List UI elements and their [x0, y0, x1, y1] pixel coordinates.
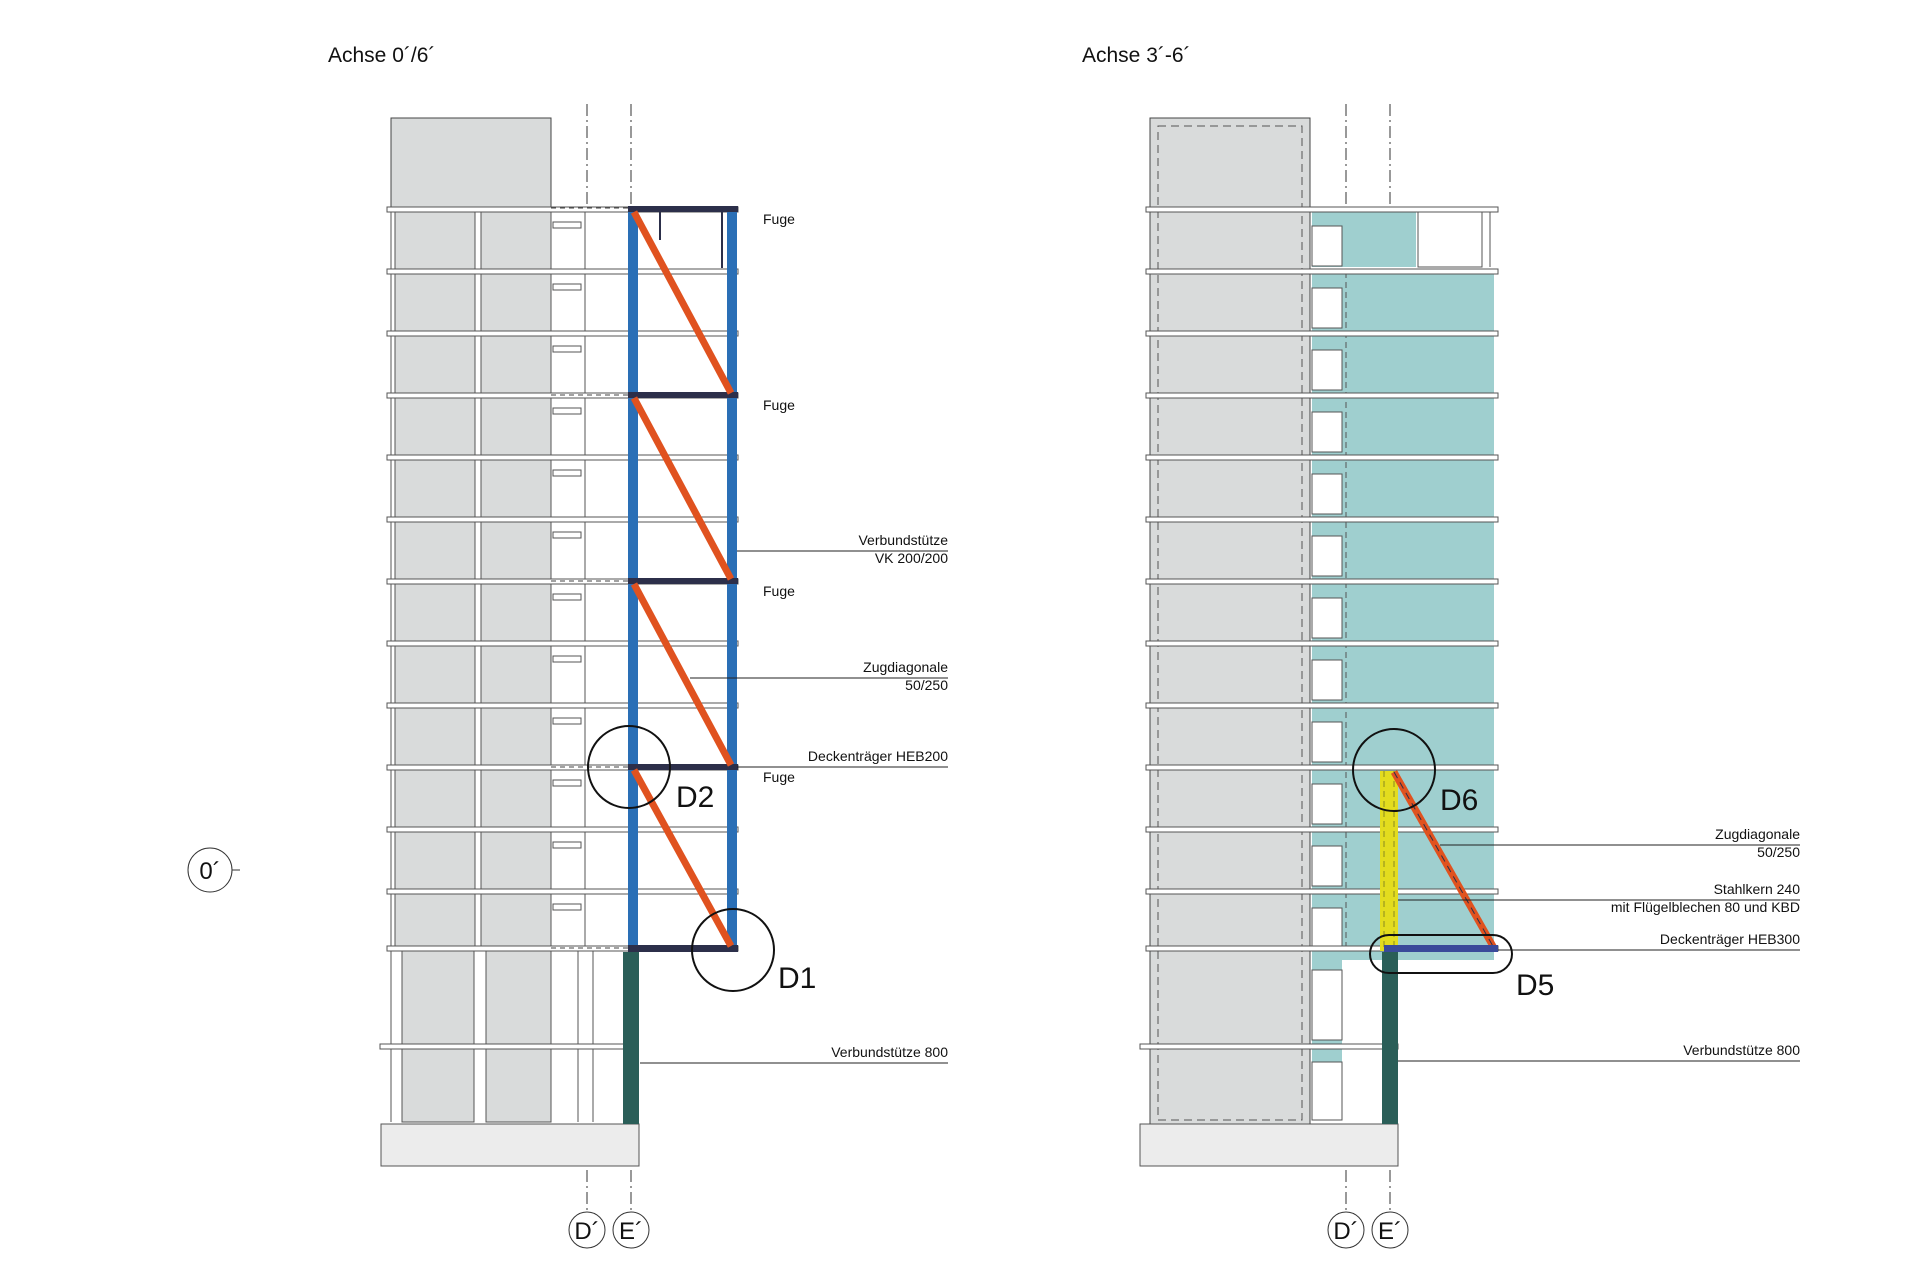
- detail-circle-d6: [1352, 728, 1436, 812]
- label-verbund800-right: Verbundstütze 800: [1683, 1042, 1800, 1058]
- label-fuge-2: Fuge: [763, 397, 795, 413]
- label-decken-right: Deckenträger HEB300: [1660, 931, 1800, 947]
- left-composite-column-800: [623, 952, 639, 1124]
- detail-circle-d1: [691, 908, 775, 992]
- label-verbund-line1: Verbundstütze: [858, 532, 948, 548]
- title-left: Achse 0´/6´: [328, 44, 435, 67]
- left-tension-diagonals: [630, 210, 735, 948]
- detail-label-d6: D6: [1440, 784, 1478, 817]
- label-verbund-line2: VK 200/200: [875, 550, 948, 566]
- right-base-plinth: [1139, 1123, 1399, 1167]
- detail-circle-d2: [587, 725, 671, 809]
- left-roof-block: [390, 117, 552, 209]
- right-deck-beam-heb300: [1384, 945, 1498, 952]
- label-zug-right-line1: Zugdiagonale: [1715, 826, 1800, 842]
- axis-label-d-left: D´: [574, 1218, 599, 1245]
- axis-label-e-left: E´: [619, 1218, 643, 1245]
- left-lower-bay-a: [401, 949, 475, 1123]
- left-base-plinth: [380, 1123, 640, 1167]
- detail-label-d5: D5: [1516, 969, 1554, 1002]
- axis-label-e-right: E´: [1378, 1218, 1402, 1245]
- label-zug-line2: 50/250: [905, 677, 948, 693]
- axis-bubble-e-left: [612, 1211, 650, 1249]
- label-fuge-4: Fuge: [763, 769, 795, 785]
- right-core: [1149, 117, 1311, 1127]
- label-fuge-3: Fuge: [763, 583, 795, 599]
- level-marker-label: 0´: [199, 858, 220, 885]
- title-right: Achse 3´-6´: [1082, 44, 1191, 67]
- right-elevation: Zugdiagonale 50/250 Stahlkern 240 mit Fl…: [1139, 104, 1801, 1249]
- detail-label-d2: D2: [676, 781, 714, 814]
- label-verbund800-left: Verbundstütze 800: [831, 1044, 948, 1060]
- right-teal-infill: [1344, 272, 1494, 960]
- right-steel-core-240: [1380, 771, 1398, 951]
- left-elevation: Fuge Fuge Fuge Fuge Verbundstütze VK 200…: [379, 104, 948, 1249]
- axis-bubble-e-right: [1371, 1211, 1409, 1249]
- axis-label-d-right: D´: [1333, 1218, 1358, 1245]
- left-lower-bay-b: [485, 949, 552, 1123]
- axis-bubble-d-left: [568, 1211, 606, 1249]
- detail-capsule-d5: [1369, 934, 1513, 974]
- detail-label-d1: D1: [778, 962, 816, 995]
- axis-bubble-d-right: [1327, 1211, 1365, 1249]
- label-fuge-1: Fuge: [763, 211, 795, 227]
- label-decken-left: Deckenträger HEB200: [808, 748, 948, 764]
- label-stahl-line1: Stahlkern 240: [1714, 881, 1801, 897]
- label-zug-right-line2: 50/250: [1757, 844, 1800, 860]
- label-zug-line1: Zugdiagonale: [863, 659, 948, 675]
- label-stahl-line2: mit Flügelblechen 80 und KBD: [1611, 899, 1800, 915]
- right-composite-column-800: [1382, 952, 1398, 1124]
- left-bracing-beams: [628, 206, 738, 952]
